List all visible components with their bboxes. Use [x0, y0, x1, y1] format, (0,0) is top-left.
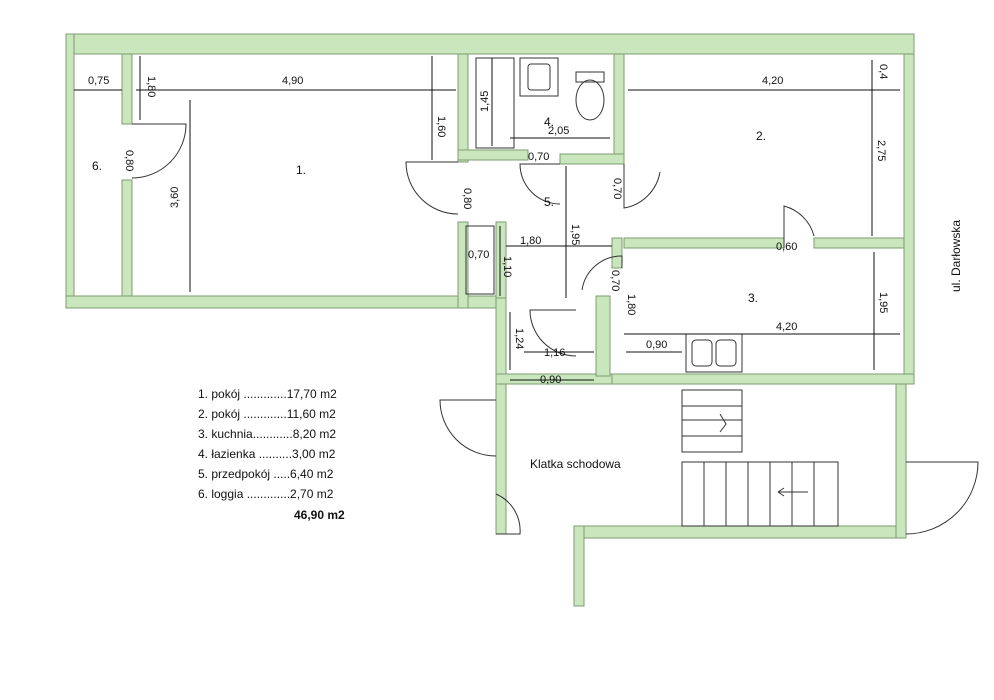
dim-bath-door: 0,70 — [528, 151, 549, 163]
dim-bath-height: 1,45 — [479, 91, 491, 112]
legend-row-room2: 2. pokój .............11,60 m2 — [198, 407, 336, 421]
dim-wc-bottom: 0,90 — [540, 374, 561, 386]
legend-row-loggia: 6. loggia .............2,70 m2 — [198, 487, 334, 501]
dim-closet-height: 1,10 — [501, 256, 513, 277]
dim-hall-width: 1,80 — [520, 235, 541, 247]
dim-room2-door: 0,60 — [776, 241, 797, 253]
street-label: ul. Darłowska — [949, 220, 963, 292]
fixtures — [465, 57, 743, 373]
walls — [65, 33, 915, 607]
room-5-label: 5. — [544, 195, 554, 209]
room-3-label: 3. — [748, 291, 758, 305]
dimension-labels: 0,75 1,80 4,90 3,60 1,60 0,80 0,80 1,45 … — [88, 64, 889, 386]
dim-kitchen-sink: 0,90 — [646, 339, 667, 351]
dim-kitchen-width: 4,20 — [776, 321, 797, 333]
dim-kitchen-side: 1,80 — [625, 294, 637, 315]
dim-hall-height: 1,95 — [569, 224, 581, 245]
dim-wc-width: 1,16 — [544, 347, 565, 359]
dim-room2-height: 2,75 — [875, 140, 887, 161]
area-legend: 1. pokój .............17,70 m2 2. pokój … — [198, 384, 345, 522]
dim-kitchen-door: 0,70 — [609, 270, 621, 291]
dim-wc-height: 1,24 — [513, 328, 525, 349]
dim-loggia-height: 1,80 — [145, 76, 157, 97]
stairs — [681, 389, 839, 527]
room-4-label: 4. — [544, 115, 554, 129]
legend-total: 46,90 m2 — [294, 508, 345, 522]
room-6-label: 6. — [92, 159, 102, 173]
dim-closet-width: 0,70 — [468, 249, 489, 261]
dim-room1-door: 0,80 — [461, 188, 473, 209]
legend-row-room1: 1. pokój .............17,70 m2 — [198, 387, 337, 401]
dimension-lines — [74, 56, 900, 381]
room-2-label: 2. — [756, 129, 766, 143]
dim-room2-top: 0,4 — [877, 64, 889, 79]
dim-room2-width: 4,20 — [762, 75, 783, 87]
dim-bath-width: 2,05 — [548, 125, 569, 137]
stairwell-label: Klatka schodowa — [530, 457, 621, 471]
dim-loggia-width: 0,75 — [88, 75, 109, 87]
dim-room1-width: 4,90 — [282, 75, 303, 87]
dim-hall-door: 0,70 — [611, 178, 623, 199]
dim-room1-d2: 1,60 — [435, 116, 447, 137]
legend-row-hall: 5. przedpokój .....6,40 m2 — [198, 467, 334, 481]
legend-row-bathroom: 4. łazienka ..........3,00 m2 — [198, 447, 336, 461]
dim-room1-height: 3,60 — [169, 187, 181, 208]
room-1-label: 1. — [296, 163, 306, 177]
doors — [131, 123, 979, 535]
legend-row-kitchen: 3. kuchnia............8,20 m2 — [198, 427, 337, 441]
dim-kitchen-height: 1,95 — [877, 292, 889, 313]
room-labels: 1. 2. 3. 4. 5. 6. Klatka schodowa ul. Da… — [92, 115, 963, 471]
dim-loggia-door: 0,80 — [123, 150, 135, 171]
